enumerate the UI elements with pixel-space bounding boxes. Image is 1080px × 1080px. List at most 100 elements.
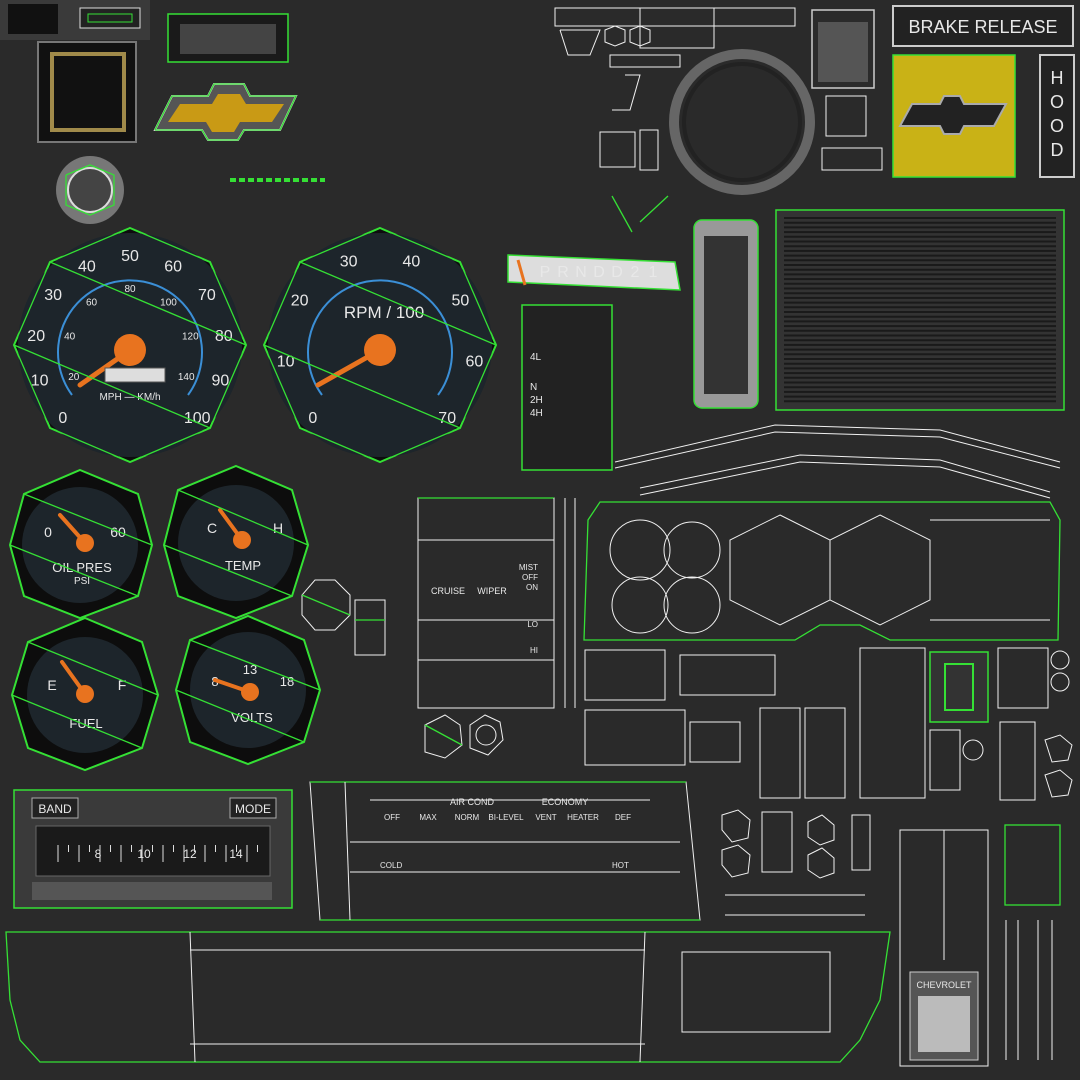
speedometer-mph-tick: 10: [31, 372, 49, 389]
voltmeter-gauge: 8 13 18 VOLTS: [174, 614, 322, 766]
unit-label: MPH — KM/h: [99, 392, 160, 403]
speedometer-kmh-tick: 140: [178, 372, 195, 383]
knob-texture: [56, 156, 124, 224]
steering-ring: [669, 49, 815, 195]
transfer-4h: 4H: [530, 408, 543, 419]
hot-label: HOT: [612, 861, 629, 870]
chevrolet-badge-label: CHEVROLET: [916, 980, 972, 990]
gear-letter: 1: [649, 264, 658, 281]
speedometer-kmh-tick: 100: [160, 297, 177, 308]
radio-dial-number: 14: [229, 847, 243, 861]
wiper-setting-on: ON: [526, 583, 538, 592]
small-bezel-parts: [301, 579, 386, 656]
gear-letter: D: [593, 264, 605, 281]
transfer-2h: 2H: [530, 395, 543, 406]
tach-tick: 50: [452, 293, 470, 310]
speaker-grille: [775, 209, 1065, 411]
gear-letter: N: [575, 264, 587, 281]
transfer-case-plate: 4L N 2H 4H: [521, 304, 613, 471]
speedometer-mph-tick: 0: [58, 410, 67, 427]
climate-mode-label: VENT: [535, 813, 556, 822]
temp-tick-cold: C: [207, 520, 217, 536]
wiper-setting-lo: LO: [527, 620, 538, 629]
wiper-setting-hi: HI: [530, 646, 538, 655]
odometer: [104, 367, 166, 383]
hood-letter: D: [1051, 140, 1064, 160]
radio-dial-number: 12: [183, 847, 197, 861]
tach-hub: [364, 334, 396, 366]
speedometer-mph-tick: 20: [27, 328, 45, 345]
corner-thumbnails: [0, 0, 150, 40]
volts-tick-mid: 13: [243, 662, 257, 677]
fuel-tick-full: F: [118, 677, 127, 693]
misc-wire-parts: [584, 647, 1073, 916]
dash-bezel: [583, 501, 1061, 641]
temperature-gauge: C H TEMP: [162, 464, 310, 620]
speedometer-kmh-tick: 60: [86, 297, 98, 308]
speedometer-kmh-tick: 80: [124, 284, 136, 295]
wiper-label: WIPER: [477, 586, 507, 596]
climate-mode-label: MAX: [419, 813, 437, 822]
tach-tick: 10: [277, 354, 295, 371]
speedometer-mph-tick: 80: [215, 328, 233, 345]
frame-bezel: [37, 41, 137, 143]
temp-tick-hot: H: [273, 520, 283, 536]
vent-strip: [167, 13, 289, 63]
climate-mode-label: OFF: [384, 813, 400, 822]
speedometer-mph-tick: 40: [78, 258, 96, 275]
climate-mode-label: BI-LEVEL: [488, 813, 524, 822]
climate-mode-label: HEATER: [567, 813, 599, 822]
fuel-gauge: E F FUEL: [10, 616, 160, 772]
radio-dial-number: 10: [137, 847, 151, 861]
temp-label: TEMP: [225, 558, 261, 573]
knob-octagons: [424, 714, 504, 759]
speedometer-mph-tick: 100: [184, 410, 211, 427]
vent-louvre: [693, 219, 759, 409]
fuel-tick-empty: E: [47, 677, 56, 693]
gear-letter: R: [557, 264, 569, 281]
oil-sublabel: PSI: [74, 576, 90, 587]
transfer-n: N: [530, 382, 537, 393]
tach-label: RPM / 100: [344, 303, 424, 322]
speedometer-kmh-tick: 40: [64, 332, 76, 343]
economy-label: ECONOMY: [542, 797, 589, 807]
bowtie-emblem: [153, 83, 298, 141]
top-wire-parts: [554, 7, 883, 233]
hood-letter: H: [1051, 68, 1064, 88]
needle-hub: [114, 334, 146, 366]
oil-tick-min: 0: [44, 524, 52, 540]
tach-tick: 70: [438, 410, 456, 427]
speedometer-mph-tick: 90: [212, 372, 230, 389]
wiper-setting-off: OFF: [522, 573, 538, 582]
cold-label: COLD: [380, 861, 402, 870]
right-side-parts: [1004, 824, 1061, 1060]
speedometer-kmh-tick: 120: [182, 332, 199, 343]
tach-tick: 0: [308, 410, 317, 427]
radio-dial-number: 8: [95, 847, 102, 861]
top-vent-small: [811, 9, 875, 89]
speedometer-mph-tick: 70: [198, 287, 216, 304]
wiper-setting-mist: MIST: [519, 563, 538, 572]
tach-tick: 60: [466, 354, 484, 371]
aircond-label: AIR COND: [450, 797, 495, 807]
chevrolet-badge-panel: CHEVROLET: [899, 829, 989, 1067]
oil-pressure-gauge: 0 60 OIL PRES PSI: [8, 468, 154, 620]
speedometer-mph-tick: 30: [44, 287, 62, 304]
trim-strips: [614, 424, 1061, 499]
brake-release-plate: BRAKE RELEASE: [892, 5, 1074, 47]
hood-letter: O: [1050, 116, 1064, 136]
transfer-4l: 4L: [530, 352, 542, 363]
hood-letter: O: [1050, 92, 1064, 112]
speedometer-mph-tick: 50: [121, 248, 139, 265]
tach-tick: 30: [340, 253, 358, 270]
tach-tick: 40: [403, 253, 421, 270]
band-button-label: BAND: [38, 802, 72, 816]
wiper-cruise-panel: CRUISE WIPER MIST OFF ON LO HI: [417, 497, 576, 709]
fuel-label: FUEL: [69, 716, 102, 731]
